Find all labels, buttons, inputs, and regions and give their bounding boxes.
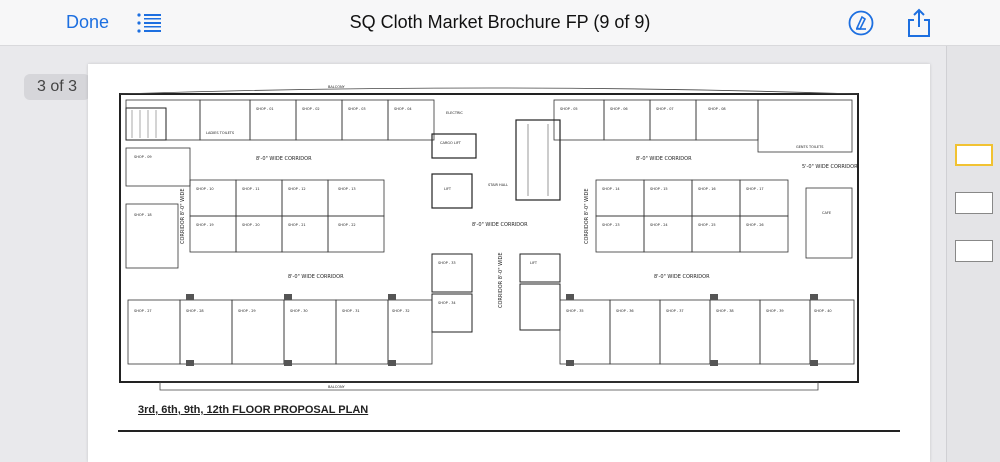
shop-label: SHOP - 39: [766, 309, 784, 313]
label-balcony-top: BALCONY: [328, 85, 346, 89]
shop-label: SHOP - 32: [392, 309, 410, 313]
shop-label: SHOP - 27: [134, 309, 152, 313]
shop-label: SHOP - 09: [134, 155, 152, 159]
shop-label: SHOP - 17: [746, 187, 764, 191]
shop-label: SHOP - 04: [394, 107, 412, 111]
shop-label: SHOP - 05: [560, 107, 578, 111]
shop-label: SHOP - 34: [438, 301, 456, 305]
share-icon[interactable]: [906, 8, 932, 38]
shop-label: SHOP - 06: [610, 107, 628, 111]
corridor-label-top-right: 8'-0" WIDE CORRIDOR: [636, 156, 692, 162]
document-title: SQ Cloth Market Brochure FP (9 of 9): [349, 12, 651, 32]
shop-label: SHOP - 35: [566, 309, 584, 313]
shop-label: SHOP - 22: [338, 223, 356, 227]
markup-pen-icon[interactable]: [848, 10, 874, 36]
shop-label: SHOP - 03: [348, 107, 366, 111]
shop-label: SHOP - 16: [698, 187, 716, 191]
shop-label: SHOP - 31: [342, 309, 360, 313]
shop-label: SHOP - 10: [196, 187, 214, 191]
shop-label: SHOP - 19: [196, 223, 214, 227]
shop-label: SHOP - 28: [186, 309, 204, 313]
shop-label: SHOP - 29: [238, 309, 256, 313]
floor-plan-drawing: 8'-0" WIDE CORRIDOR 8'-0" WIDE CORRIDOR …: [119, 85, 859, 391]
shop-label: SHOP - 30: [290, 309, 308, 313]
shop-label: SHOP - 15: [650, 187, 668, 191]
page-thumbnail-2[interactable]: [955, 192, 993, 214]
corridor-label-right-vertical: CORRIDOR 8'-0" WIDE: [584, 188, 590, 244]
shop-label: SHOP - 26: [746, 223, 764, 227]
shop-label: SHOP - 36: [616, 309, 634, 313]
shop-label: SHOP - 33: [438, 261, 456, 265]
label-lift-lower: LIFT: [530, 261, 538, 265]
shop-label: SHOP - 18: [134, 213, 152, 217]
corridor-label-top-left: 8'-0" WIDE CORRIDOR: [256, 156, 312, 162]
corridor-label-center-vertical: CORRIDOR 8'-0" WIDE: [498, 252, 504, 308]
plan-caption: 3rd, 6th, 9th, 12th FLOOR PROPOSAL PLAN: [138, 404, 369, 416]
page-thumbnail-1[interactable]: [955, 144, 993, 166]
toolbar: Done SQ Cloth Market Brochure FP (9 of 9…: [0, 0, 1000, 46]
label-balcony-bottom: BALCONY: [328, 385, 346, 389]
page-divider: [118, 430, 900, 432]
shop-label: SHOP - 25: [698, 223, 716, 227]
outline-list-icon[interactable]: [136, 12, 162, 34]
corridor-label-right-small: 5'-0" WIDE CORRIDOR: [802, 164, 858, 170]
label-cargo-lift: CARGO LIFT: [440, 141, 462, 145]
shop-label: SHOP - 11: [242, 187, 260, 191]
label-ladies-toilets: LADIES TOILETS: [206, 131, 235, 135]
done-button[interactable]: Done: [66, 12, 110, 32]
page-indicator: 3 of 3: [24, 74, 90, 100]
thumbnail-strip[interactable]: [946, 46, 1000, 462]
shop-label: SHOP - 07: [656, 107, 674, 111]
shop-label: SHOP - 02: [302, 107, 320, 111]
corridor-label-left-vertical: CORRIDOR 8'-0" WIDE: [180, 188, 186, 244]
label-lift-upper: LIFT: [444, 187, 452, 191]
shop-label: SHOP - 20: [242, 223, 260, 227]
corridor-label-bottom-left: 8'-0" WIDE CORRIDOR: [288, 274, 344, 280]
label-gents-toilets: GENTS TOILETS: [796, 145, 824, 149]
shop-label: SHOP - 12: [288, 187, 306, 191]
label-stair-hall: STAIR HALL: [488, 183, 508, 187]
page-thumbnail-3[interactable]: [955, 240, 993, 262]
shop-label: SHOP - 01: [256, 107, 274, 111]
shop-label: SHOP - 24: [650, 223, 668, 227]
shop-label: SHOP - 08: [708, 107, 726, 111]
label-electric: ELECTRIC: [446, 111, 463, 115]
corridor-label-bottom-right: 8'-0" WIDE CORRIDOR: [654, 274, 710, 280]
shop-label: SHOP - 13: [338, 187, 356, 191]
corridor-label-middle: 8'-0" WIDE CORRIDOR: [472, 222, 528, 228]
shop-label: SHOP - 23: [602, 223, 620, 227]
shop-label: SHOP - 40: [814, 309, 832, 313]
shop-label: SHOP - 38: [716, 309, 734, 313]
pdf-page[interactable]: 8'-0" WIDE CORRIDOR 8'-0" WIDE CORRIDOR …: [88, 64, 930, 462]
label-cafe: CAFE: [822, 211, 831, 215]
shop-label: SHOP - 37: [666, 309, 684, 313]
shop-label: SHOP - 21: [288, 223, 306, 227]
shop-label: SHOP - 14: [602, 187, 620, 191]
